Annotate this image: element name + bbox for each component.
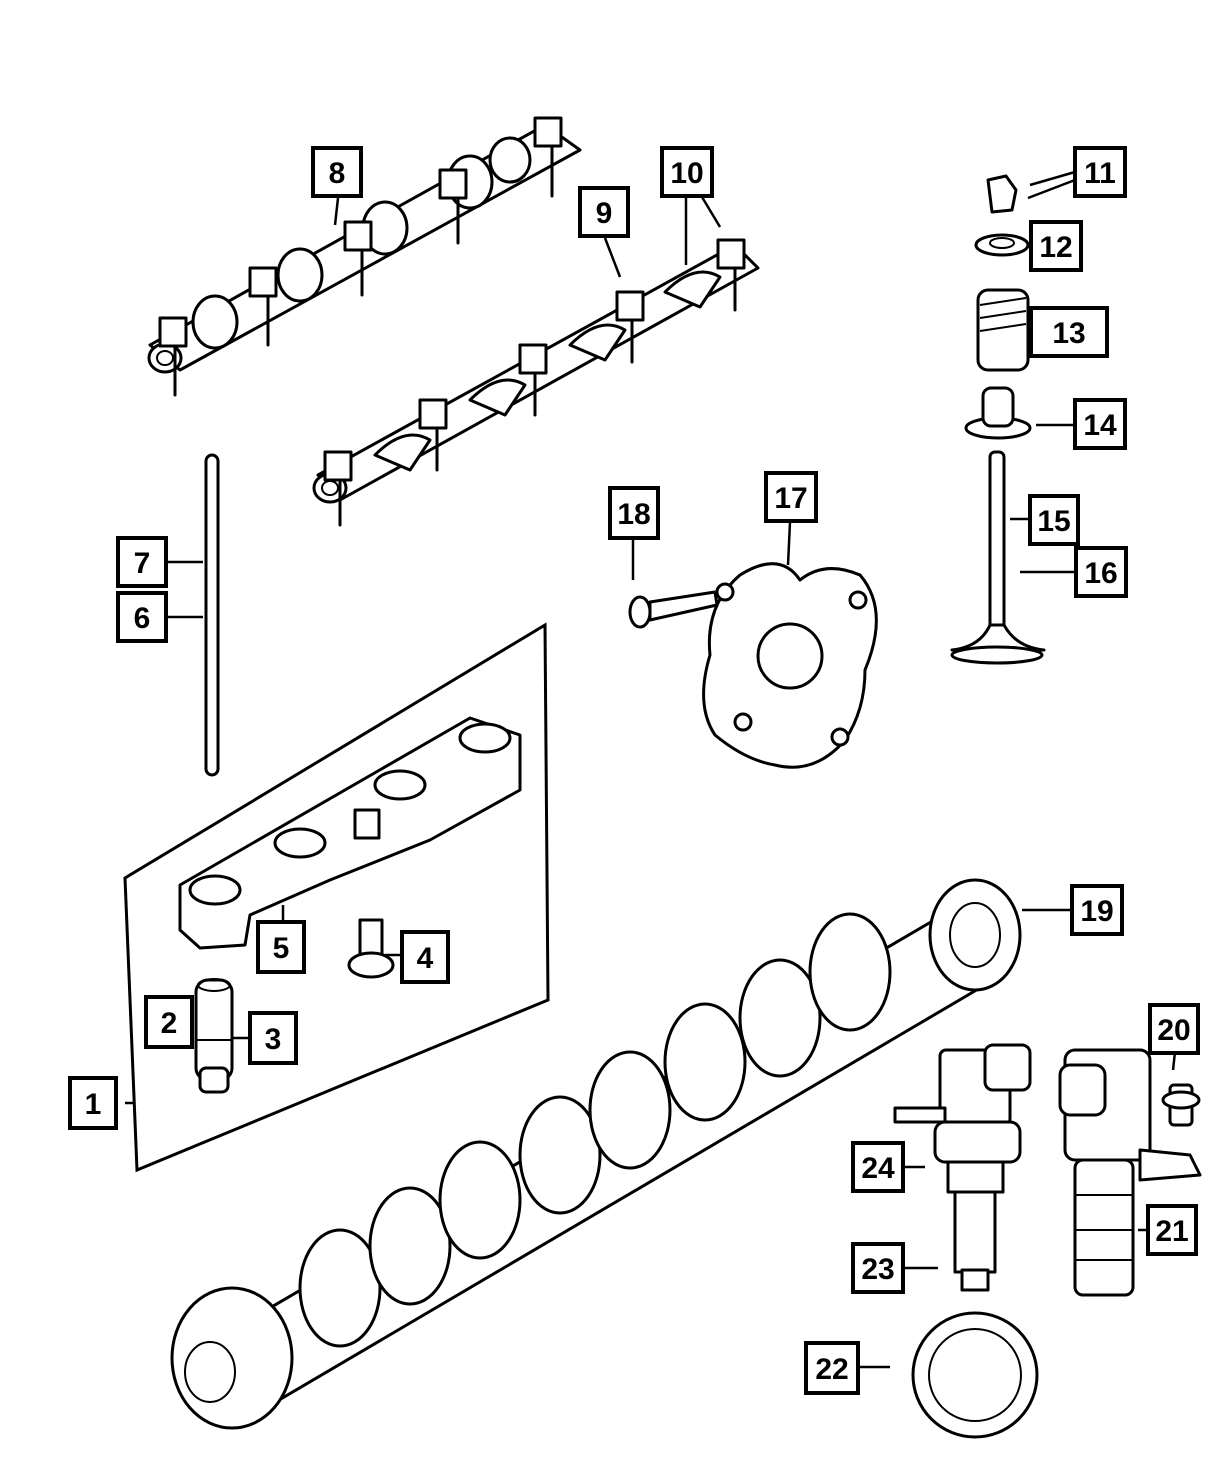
svg-text:2: 2 [161, 1007, 178, 1040]
svg-text:9: 9 [596, 197, 613, 230]
callout-1: 1 [68, 1076, 118, 1130]
plate-bolt-18 [628, 590, 719, 629]
callout-17: 17 [764, 471, 818, 523]
callout-5: 5 [256, 920, 306, 974]
svg-text:13: 13 [1052, 317, 1085, 350]
callout-20: 20 [1148, 1003, 1200, 1055]
callout-4: 4 [400, 930, 450, 984]
svg-text:15: 15 [1037, 505, 1070, 538]
callout-8: 8 [311, 146, 363, 198]
callout-22: 22 [804, 1341, 860, 1395]
oil-control-solenoid-21 [1058, 1048, 1202, 1297]
svg-text:4: 4 [417, 942, 434, 975]
sensor-23-24 [893, 1043, 1032, 1292]
svg-text:3: 3 [265, 1023, 282, 1056]
lifter-2-3 [194, 978, 234, 1094]
camshaft-19 [170, 878, 1022, 1430]
callout-23: 23 [851, 1242, 905, 1294]
bolt-4 [347, 918, 395, 979]
svg-text:18: 18 [617, 498, 650, 531]
svg-text:8: 8 [329, 157, 346, 190]
svg-text:24: 24 [861, 1152, 895, 1185]
valve-keepers-11 [986, 174, 1018, 214]
svg-text:19: 19 [1080, 895, 1113, 928]
svg-text:21: 21 [1155, 1215, 1188, 1248]
lifter-kit-outline [123, 622, 550, 1173]
rocker-shaft-assembly-8 [147, 116, 582, 397]
callout-15: 15 [1028, 494, 1080, 546]
callout-7: 7 [116, 536, 168, 588]
callout-11: 11 [1073, 146, 1127, 198]
callout-16: 16 [1074, 546, 1128, 598]
callout-19: 19 [1070, 884, 1124, 936]
spring-retainer-12 [974, 233, 1030, 257]
valve-spring-13 [976, 288, 1030, 372]
svg-text:20: 20 [1157, 1014, 1190, 1047]
callout-2: 2 [144, 995, 194, 1049]
svg-text:10: 10 [670, 157, 703, 190]
bolt-20 [1161, 1083, 1201, 1127]
svg-text:17: 17 [774, 482, 807, 515]
svg-text:5: 5 [273, 932, 290, 965]
svg-text:11: 11 [1084, 157, 1116, 190]
svg-text:6: 6 [134, 602, 151, 635]
seal-22 [911, 1311, 1039, 1439]
push-rod [204, 453, 220, 777]
svg-text:16: 16 [1084, 557, 1117, 590]
callout-10: 10 [660, 146, 714, 198]
svg-text:23: 23 [861, 1253, 894, 1286]
svg-text:1: 1 [85, 1088, 102, 1121]
rocker-shaft-assembly-9-10 [312, 238, 760, 527]
callout-24: 24 [851, 1141, 905, 1193]
svg-text:14: 14 [1083, 409, 1117, 442]
svg-text:22: 22 [815, 1353, 848, 1386]
valve-15-16 [950, 450, 1046, 665]
callout-14: 14 [1073, 398, 1127, 450]
valve-stem-seal-14 [964, 386, 1032, 440]
lifter-guide-5 [178, 716, 522, 950]
svg-text:7: 7 [134, 547, 151, 580]
callout-12: 12 [1029, 220, 1083, 272]
callout-18: 18 [608, 486, 660, 540]
callout-3: 3 [248, 1011, 298, 1065]
callout-21: 21 [1146, 1204, 1198, 1256]
callout-13: 13 [1029, 306, 1109, 358]
callout-9: 9 [578, 186, 630, 238]
callout-6: 6 [116, 591, 168, 643]
thrust-plate-17 [702, 562, 878, 769]
svg-text:12: 12 [1039, 231, 1072, 264]
